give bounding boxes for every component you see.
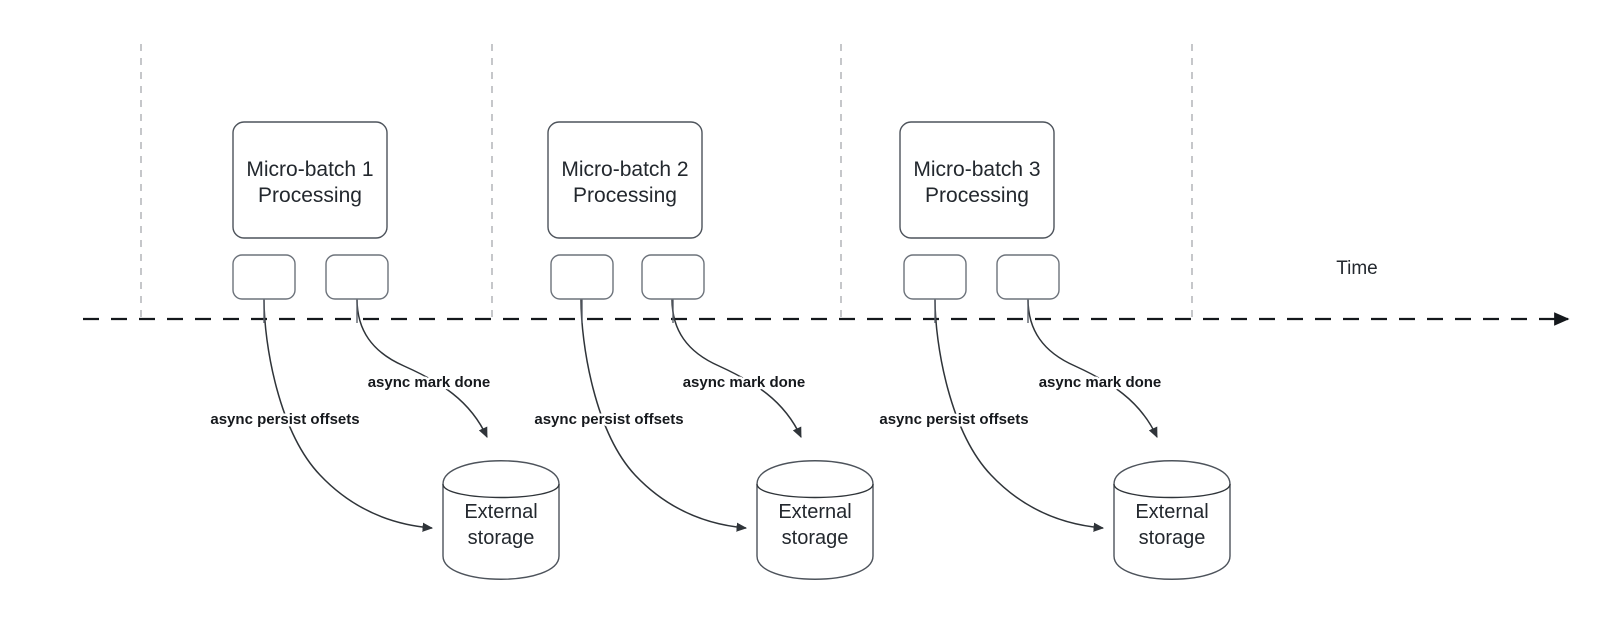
guide-lines	[140, 44, 1193, 318]
edge-label-async-persist-offsets-2: async persist offsets	[534, 411, 683, 428]
storage-label-line1: External	[1135, 501, 1208, 523]
time-axis-label: Time	[1336, 258, 1378, 279]
processing-box-label-line2: Processing	[573, 184, 677, 207]
edge-async-mark-done-1	[356, 298, 488, 438]
storage-cylinder-top-1	[442, 483, 560, 499]
storage-label-line2: storage	[468, 527, 535, 549]
storage-label-line2: storage	[1139, 527, 1206, 549]
edge-label-halo-async-persist-offsets-3: async persist offsets	[879, 411, 1028, 428]
storage-label-line1: External	[464, 501, 537, 523]
edge-label-async-mark-done-3: async mark done	[1039, 374, 1162, 391]
task-box-persist-task-1[interactable]	[232, 254, 296, 300]
edge-label-halo-async-persist-offsets-1: async persist offsets	[210, 411, 359, 428]
edge-async-mark-done-3	[1027, 298, 1158, 438]
processing-box-3[interactable]	[899, 121, 1055, 239]
edge-label-async-mark-done-1: async mark done	[368, 374, 491, 391]
storage-cylinder-top-3	[1113, 483, 1231, 499]
storage-label-line2: storage	[782, 527, 849, 549]
task-box-mark-done-task-2[interactable]	[641, 254, 705, 300]
task-box-mark-done-task-1[interactable]	[325, 254, 389, 300]
processing-box-2[interactable]	[547, 121, 703, 239]
processing-box-1[interactable]	[232, 121, 388, 239]
edge-async-persist-offsets-2	[580, 298, 748, 532]
processing-box-label-line1: Micro-batch 2	[561, 158, 688, 181]
task-box-persist-task-3[interactable]	[903, 254, 967, 300]
processing-box-label-line1: Micro-batch 1	[246, 158, 373, 181]
edge-label-halo-async-mark-done-1: async mark done	[368, 374, 491, 391]
processing-box-label-line2: Processing	[925, 184, 1029, 207]
storage-label-line1: External	[778, 501, 851, 523]
edge-label-halo-async-mark-done-3: async mark done	[1039, 374, 1162, 391]
edge-label-halo-async-mark-done-2: async mark done	[683, 374, 806, 391]
task-box-persist-task-2[interactable]	[550, 254, 614, 300]
processing-box-label-line1: Micro-batch 3	[913, 158, 1040, 181]
processing-box-label-line2: Processing	[258, 184, 362, 207]
edge-async-mark-done-2	[671, 298, 802, 438]
edge-label-async-mark-done-2: async mark done	[683, 374, 806, 391]
task-box-mark-done-task-3[interactable]	[996, 254, 1060, 300]
edge-label-async-persist-offsets-3: async persist offsets	[879, 411, 1028, 428]
edge-async-persist-offsets-3	[934, 298, 1105, 532]
storage-cylinder-top-2	[756, 483, 874, 499]
edge-label-halo-async-persist-offsets-2: async persist offsets	[534, 411, 683, 428]
edge-async-persist-offsets-1	[263, 298, 434, 532]
edge-label-async-persist-offsets-1: async persist offsets	[210, 411, 359, 428]
